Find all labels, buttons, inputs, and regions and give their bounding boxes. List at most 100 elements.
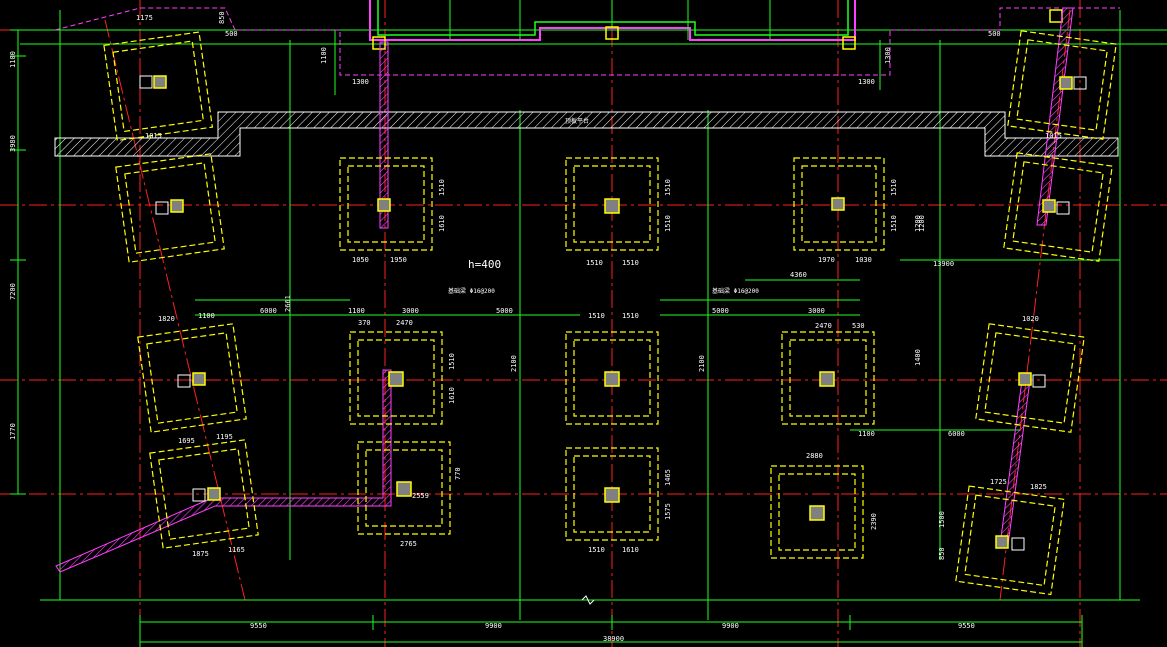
dim-label: 500 bbox=[988, 30, 1001, 38]
dim-label: 1510 bbox=[588, 312, 605, 320]
dim-label: 1400 bbox=[914, 349, 922, 366]
pile-cap-e2 bbox=[1003, 152, 1113, 262]
elevation-label: h=400 bbox=[468, 258, 501, 271]
pile-cap-d3 bbox=[781, 331, 875, 425]
dim-label: 1820 bbox=[158, 315, 175, 323]
dim-label: 2559 bbox=[412, 492, 429, 500]
break-mark bbox=[581, 595, 595, 605]
local-dimensions: 1175 850 500 1100 1300 1300 1015 1015 13… bbox=[136, 11, 1062, 560]
pile-cap-c4 bbox=[565, 447, 659, 541]
dim-label: 2880 bbox=[806, 452, 823, 460]
pile-cap-e3 bbox=[975, 323, 1085, 433]
dim-label: 6000 bbox=[260, 307, 277, 315]
dim-label: 1510 bbox=[586, 259, 603, 267]
dim-label: 5000 bbox=[712, 307, 729, 315]
dim-label: 1510 bbox=[588, 546, 605, 554]
dim-label: 1510 bbox=[890, 215, 898, 232]
dim-label: 1825 bbox=[1030, 483, 1047, 491]
pile-cap-b3 bbox=[349, 331, 443, 425]
dim-label: 1200 bbox=[918, 215, 926, 232]
bay-dim-4: 9550 bbox=[958, 622, 975, 630]
dim-label: 1970 bbox=[818, 256, 835, 264]
dim-label: 2470 bbox=[815, 322, 832, 330]
columns bbox=[153, 75, 1073, 549]
dim-label: 770 bbox=[454, 467, 462, 480]
dim-label: 2390 bbox=[870, 513, 878, 530]
hatched-wall-band: 顶板平台 bbox=[54, 111, 1119, 157]
dim-label: 370 bbox=[358, 319, 371, 327]
dim-label: 1015 bbox=[1045, 132, 1062, 140]
dim-label: 1510 bbox=[448, 353, 456, 370]
pile-caps bbox=[103, 30, 1117, 596]
pile-cap-b2 bbox=[339, 157, 433, 251]
grade-beams bbox=[55, 7, 1074, 573]
dim-label: 1510 bbox=[622, 259, 639, 267]
dim-label: 1200 bbox=[914, 215, 922, 232]
dim-label: 1510 bbox=[664, 179, 672, 196]
dim-label: 850 bbox=[218, 11, 226, 24]
pile-cap-b4 bbox=[357, 441, 451, 535]
pile-cap-a1 bbox=[103, 31, 214, 142]
dim-label: 3000 bbox=[808, 307, 825, 315]
beam-note-left: 基础梁 Φ16@200 bbox=[448, 287, 495, 295]
dim-label: 1015 bbox=[145, 132, 162, 140]
dim-label: 1510 bbox=[622, 312, 639, 320]
slab-note: 顶板平台 bbox=[565, 117, 589, 125]
dim-label: 2100 bbox=[698, 355, 706, 372]
dim-label: 1300 bbox=[858, 78, 875, 86]
bay-dim-3: 9900 bbox=[722, 622, 739, 630]
left-dim-4: 1770 bbox=[9, 423, 17, 440]
dim-label: 2765 bbox=[400, 540, 417, 548]
column-outlines bbox=[139, 75, 1087, 551]
pile-cap-c2 bbox=[565, 157, 659, 251]
dim-label: 2100 bbox=[510, 355, 518, 372]
left-dim-3: 7200 bbox=[9, 283, 17, 300]
pile-cap-d4 bbox=[770, 465, 864, 559]
dim-label: 2470 bbox=[396, 319, 413, 327]
dim-label: 1695 bbox=[178, 437, 195, 445]
dim-label: 1300 bbox=[352, 78, 369, 86]
dim-label: 1030 bbox=[855, 256, 872, 264]
total-dim: 38900 bbox=[603, 635, 624, 643]
dim-label: 1610 bbox=[622, 546, 639, 554]
pile-cap-c3 bbox=[565, 331, 659, 425]
dim-label: 1875 bbox=[192, 550, 209, 558]
dim-label: 1465 bbox=[664, 469, 672, 486]
dim-label: 1100 bbox=[348, 307, 365, 315]
pile-cap-a3 bbox=[137, 323, 247, 433]
pile-cap-e4 bbox=[955, 485, 1065, 596]
dim-label: 6000 bbox=[948, 430, 965, 438]
dim-label: 1100 bbox=[198, 312, 215, 320]
dim-label: 1510 bbox=[438, 179, 446, 196]
dim-label: 1610 bbox=[438, 215, 446, 232]
dim-label: 1725 bbox=[990, 478, 1007, 486]
dim-label: 1100 bbox=[858, 430, 875, 438]
dim-label: 1175 bbox=[136, 14, 153, 22]
dim-label: 1050 bbox=[352, 256, 369, 264]
dim-label: 1165 bbox=[228, 546, 245, 554]
dim-label: 1575 bbox=[664, 503, 672, 520]
dim-label: 2661 bbox=[284, 295, 292, 312]
bay-dim-1: 9550 bbox=[250, 622, 267, 630]
dim-label: 1610 bbox=[448, 387, 456, 404]
dim-label: 850 bbox=[938, 547, 946, 560]
dim-label: 1195 bbox=[216, 433, 233, 441]
dim-label: 5000 bbox=[496, 307, 513, 315]
beam-note-right: 基础梁 Φ16@200 bbox=[712, 287, 759, 295]
pile-cap-e1 bbox=[1007, 30, 1117, 140]
dim-label: 1300 bbox=[884, 47, 892, 64]
left-dim-2: 3980 bbox=[9, 135, 17, 152]
pile-cap-a4 bbox=[149, 439, 259, 549]
dim-label: 1950 bbox=[390, 256, 407, 264]
dim-label: 13900 bbox=[933, 260, 954, 268]
dim-label: 1100 bbox=[320, 47, 328, 64]
bay-dim-2: 9900 bbox=[485, 622, 502, 630]
dim-label: 1510 bbox=[664, 215, 672, 232]
left-dim-1: 1100 bbox=[9, 51, 17, 68]
dim-label: 530 bbox=[852, 322, 865, 330]
dim-label: 1510 bbox=[890, 179, 898, 196]
dim-label: 3000 bbox=[402, 307, 419, 315]
dim-label: 500 bbox=[225, 30, 238, 38]
